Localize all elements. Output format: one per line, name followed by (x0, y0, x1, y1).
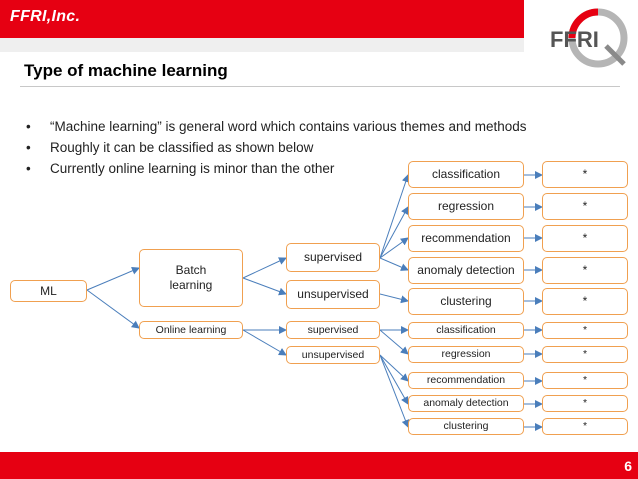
page-number: 6 (624, 458, 632, 474)
node-label: * (582, 348, 588, 360)
title-divider (20, 86, 620, 87)
batch-unsupervised-node: unsupervised (286, 280, 380, 309)
svg-text:FFRI: FFRI (550, 27, 599, 52)
batch-task-anomaly-detection: anomaly detection (408, 257, 524, 284)
batch-task-regression: regression (408, 193, 524, 220)
batch-supervised-node: supervised (286, 243, 380, 272)
batch-task-clustering: clustering (408, 288, 524, 315)
node-label: supervised (307, 323, 359, 336)
batch-task-recommendation: recommendation (408, 225, 524, 252)
node-label: * (582, 263, 588, 277)
node-label: recommendation (421, 231, 511, 245)
node-label: supervised (303, 250, 363, 264)
node-label: * (582, 199, 588, 213)
online-task-clustering: clustering (408, 418, 524, 435)
footer-bar: 6 (0, 452, 638, 479)
online-task-recommendation: recommendation (408, 372, 524, 389)
node-label: unsupervised (301, 348, 365, 361)
header-bar: FFRI,Inc. (0, 0, 524, 38)
node-label: ML (40, 283, 57, 298)
node-label: regression (441, 348, 491, 360)
bullet-text: Currently online learning is minor than … (50, 161, 335, 176)
node-label: * (582, 294, 588, 308)
node-label: * (582, 397, 588, 409)
online-method-node: * (542, 395, 628, 412)
bullet-item: •Currently online learning is minor than… (26, 161, 335, 176)
node-label: classification (431, 167, 501, 181)
bullet-item: •“Machine learning” is general word whic… (26, 119, 527, 134)
node-label: anomaly detection (423, 397, 509, 409)
ffri-logo: FFRI (542, 6, 632, 68)
node-label: clustering (440, 294, 492, 308)
online-unsupervised-node: unsupervised (286, 346, 380, 364)
online-method-node: * (542, 346, 628, 363)
batch-learning-node: Batch learning (139, 249, 243, 307)
node-label: recommendation (426, 374, 506, 386)
online-task-classification: classification (408, 322, 524, 339)
node-label: clustering (443, 420, 489, 432)
brand-name: FFRI,Inc. (10, 8, 81, 25)
batch-method-node: * (542, 225, 628, 252)
online-task-regression: regression (408, 346, 524, 363)
ml-node: ML (10, 280, 87, 302)
bullet-text: “Machine learning” is general word which… (50, 119, 527, 134)
page-title: Type of machine learning (24, 61, 228, 80)
batch-method-node: * (542, 257, 628, 284)
node-label: Online learning (155, 323, 227, 336)
batch-method-node: * (542, 193, 628, 220)
batch-task-classification: classification (408, 161, 524, 188)
node-label: * (582, 374, 588, 386)
node-label: unsupervised (297, 287, 369, 301)
online-method-node: * (542, 322, 628, 339)
batch-method-node: * (542, 161, 628, 188)
batch-method-node: * (542, 288, 628, 315)
node-label: * (582, 231, 588, 245)
online-method-node: * (542, 418, 628, 435)
bullet-list: •“Machine learning” is general word whic… (26, 116, 527, 179)
online-supervised-node: supervised (286, 321, 380, 339)
online-task-anomaly-detection: anomaly detection (408, 395, 524, 412)
node-label: * (582, 420, 588, 432)
node-label: * (582, 324, 588, 336)
header-divider (0, 38, 524, 52)
online-method-node: * (542, 372, 628, 389)
bullet-item: •Roughly it can be classified as shown b… (26, 140, 314, 155)
node-label: regression (437, 199, 495, 213)
bullet-text: Roughly it can be classified as shown be… (50, 140, 314, 155)
node-label: * (582, 167, 588, 181)
node-label: anomaly detection (417, 263, 515, 277)
node-label: classification (436, 324, 496, 336)
online-learning-node: Online learning (139, 321, 243, 339)
node-label: Batch learning (169, 263, 213, 292)
